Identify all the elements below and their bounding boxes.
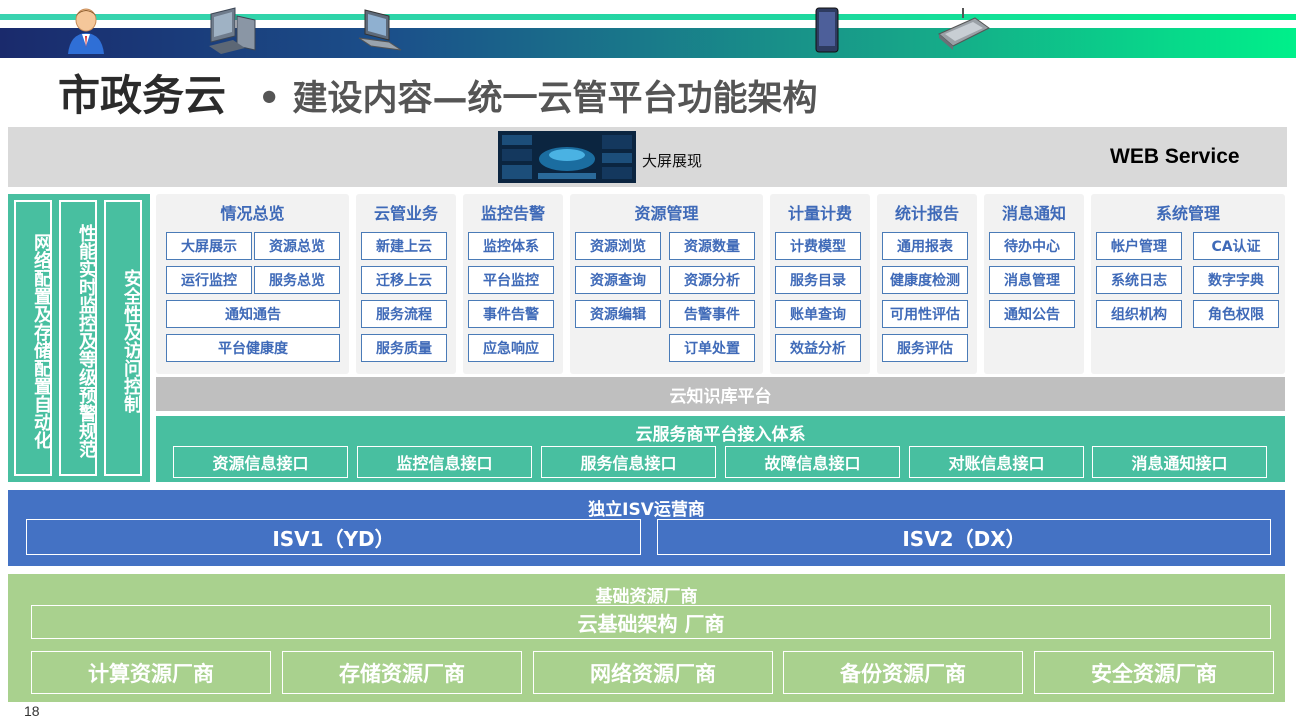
module-title: 云管业务	[373, 204, 438, 223]
module-item[interactable]: 组织机构	[1096, 300, 1182, 328]
module-item[interactable]: 消息管理	[989, 266, 1075, 294]
module-item[interactable]: 平台监控	[468, 266, 554, 294]
cloud-provider-access-panel: 云服务商平台接入体系 资源信息接口 监控信息接口 服务信息接口 故障信息接口 对…	[156, 416, 1285, 482]
cloud-access-title: 云服务商平台接入体系	[635, 425, 806, 445]
module-item[interactable]: 健康度检测	[882, 266, 968, 294]
interface-box: 监控信息接口	[357, 446, 532, 478]
isv-box: ISV2（DX）	[657, 519, 1271, 555]
header-gradient-bar	[0, 28, 1296, 58]
header-accent-line	[0, 14, 1296, 20]
module-title: 消息通知	[1001, 204, 1066, 223]
module-item[interactable]: 通知通告	[166, 300, 340, 328]
performance-monitoring-column: 性能实时监控及等级预警规范	[59, 200, 97, 476]
base-title: 基础资源厂商	[595, 587, 698, 607]
module-overview: 情况总览 大屏展示 资源总览 运行监控 服务总览 通知通告 平台健康度	[156, 194, 349, 374]
module-item[interactable]: 系统日志	[1096, 266, 1182, 294]
module-item[interactable]: 效益分析	[775, 334, 861, 362]
module-item[interactable]: 订单处置	[669, 334, 755, 362]
user-icon	[62, 6, 110, 54]
base-resource-vendor-panel: 基础资源厂商 云基础架构 厂商 计算资源厂商 存储资源厂商 网络资源厂商 备份资…	[8, 574, 1285, 702]
device-bar	[8, 127, 1287, 187]
cloud-infrastructure-vendor: 云基础架构 厂商	[31, 605, 1271, 639]
module-item[interactable]: 计费模型	[775, 232, 861, 260]
module-item[interactable]: 服务评估	[882, 334, 968, 362]
security-access-control-column: 安全性及访问控制	[104, 200, 142, 476]
interface-box: 故障信息接口	[725, 446, 900, 478]
module-monitoring-alerts: 监控告警 监控体系 平台监控 事件告警 应急响应	[463, 194, 563, 374]
module-item[interactable]: 大屏展示	[166, 232, 252, 260]
module-item[interactable]: 服务总览	[254, 266, 340, 294]
module-item[interactable]: 运行监控	[166, 266, 252, 294]
web-service-label: WEB Service	[1110, 145, 1240, 168]
interface-box: 服务信息接口	[541, 446, 716, 478]
module-item[interactable]: 事件告警	[468, 300, 554, 328]
module-item[interactable]: 服务质量	[361, 334, 447, 362]
module-item[interactable]: 可用性评估	[882, 300, 968, 328]
knowledge-base-platform: 云知识库平台	[156, 377, 1285, 411]
module-title: 系统管理	[1155, 204, 1220, 223]
module-item[interactable]: 资源分析	[669, 266, 755, 294]
module-item[interactable]: 资源浏览	[575, 232, 661, 260]
isv-title: 独立ISV运营商	[588, 500, 705, 520]
module-item[interactable]: 资源编辑	[575, 300, 661, 328]
module-item[interactable]: 告警事件	[669, 300, 755, 328]
module-item[interactable]: 数字字典	[1193, 266, 1279, 294]
vendor-box: 存储资源厂商	[282, 651, 522, 694]
module-item[interactable]: 角色权限	[1193, 300, 1279, 328]
module-item[interactable]: 资源查询	[575, 266, 661, 294]
interface-box: 消息通知接口	[1092, 446, 1267, 478]
network-storage-automation-column: 网络配置及存储配置自动化	[14, 200, 52, 476]
module-title: 监控告警	[480, 204, 545, 223]
module-system-management: 系统管理 帐户管理 CA认证 系统日志 数字字典 组织机构 角色权限	[1091, 194, 1285, 374]
module-message-notification: 消息通知 待办中心 消息管理 通知公告	[984, 194, 1084, 374]
tablet-icon	[812, 6, 842, 54]
module-title: 资源管理	[634, 204, 699, 223]
module-item[interactable]: 服务目录	[775, 266, 861, 294]
module-resource-management: 资源管理 资源浏览 资源数量 资源查询 资源分析 资源编辑 告警事件 订单处置	[570, 194, 763, 374]
module-title: 计量计费	[787, 204, 852, 223]
vendor-box: 计算资源厂商	[31, 651, 271, 694]
module-metering-billing: 计量计费 计费模型 服务目录 账单查询 效益分析	[770, 194, 870, 374]
module-title: 情况总览	[220, 204, 285, 223]
desktop-pc-icon	[205, 6, 261, 54]
module-item[interactable]: 资源总览	[254, 232, 340, 260]
module-item[interactable]: 待办中心	[989, 232, 1075, 260]
isv-box: ISV1（YD）	[26, 519, 641, 555]
module-statistics-reports: 统计报告 通用报表 健康度检测 可用性评估 服务评估	[877, 194, 977, 374]
page-title: 市政务云	[58, 71, 227, 120]
module-title: 统计报告	[894, 204, 959, 223]
page-number: 18	[24, 703, 40, 719]
module-item[interactable]: 平台健康度	[166, 334, 340, 362]
vendor-box: 备份资源厂商	[783, 651, 1023, 694]
big-screen-label: 大屏展现	[642, 152, 703, 170]
module-item[interactable]: 账单查询	[775, 300, 861, 328]
page-subtitle: • 建设内容—统一云管平台功能架构	[258, 79, 818, 119]
module-item[interactable]: 帐户管理	[1096, 232, 1182, 260]
big-screen-icon	[498, 131, 636, 183]
module-cloud-business: 云管业务 新建上云 迁移上云 服务流程 服务质量	[356, 194, 456, 374]
left-capability-panel: 网络配置及存储配置自动化 性能实时监控及等级预警规范 安全性及访问控制	[8, 194, 150, 482]
module-item[interactable]: 通知公告	[989, 300, 1075, 328]
vendor-box: 安全资源厂商	[1034, 651, 1274, 694]
isv-operator-panel: 独立ISV运营商 ISV1（YD） ISV2（DX）	[8, 490, 1285, 566]
module-item[interactable]: 资源数量	[669, 232, 755, 260]
module-item[interactable]: 应急响应	[468, 334, 554, 362]
module-item[interactable]: 服务流程	[361, 300, 447, 328]
vendor-box: 网络资源厂商	[533, 651, 773, 694]
module-item[interactable]: 新建上云	[361, 232, 447, 260]
laptop-icon	[355, 6, 405, 54]
mobile-phone-icon	[935, 6, 993, 54]
module-item[interactable]: 迁移上云	[361, 266, 447, 294]
interface-box: 对账信息接口	[909, 446, 1084, 478]
module-item[interactable]: 通用报表	[882, 232, 968, 260]
interface-box: 资源信息接口	[173, 446, 348, 478]
module-item[interactable]: 监控体系	[468, 232, 554, 260]
module-item[interactable]: CA认证	[1193, 232, 1279, 260]
